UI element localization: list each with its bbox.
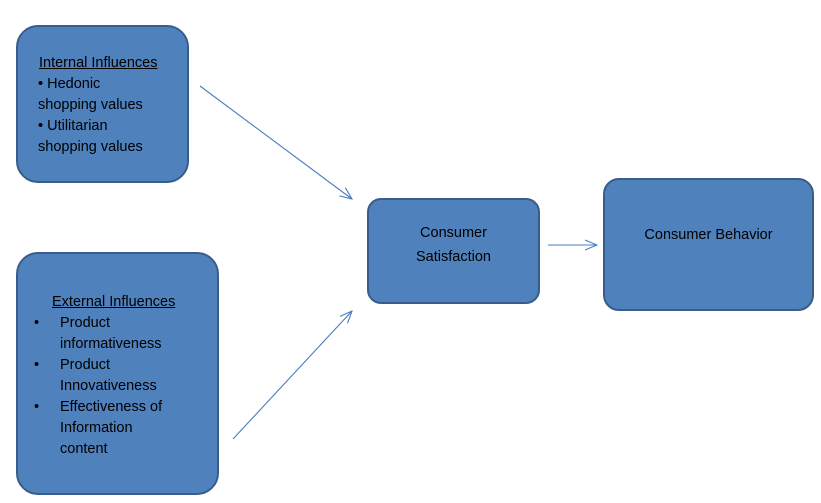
consumer-satisfaction-box: Consumer Satisfaction (367, 198, 540, 304)
bullet-icon: • (34, 315, 40, 331)
external-item-label: Product (60, 315, 110, 331)
external-item-label: Information (60, 420, 133, 436)
behavior-label: Consumer Behavior (644, 227, 773, 243)
external-item-innovativeness: • Product Innovativeness (18, 355, 211, 397)
satisfaction-label-line1: Consumer (420, 225, 487, 241)
bullet-icon: • (38, 76, 44, 92)
internal-item-label-cont: shopping values (38, 97, 143, 113)
internal-item-label: Hedonic (47, 76, 101, 92)
arrow-internal-to-satisfaction (199, 85, 352, 199)
consumer-behavior-box: Consumer Behavior (603, 178, 814, 311)
bullet-icon: • (34, 399, 40, 415)
external-item-label: Effectiveness of (60, 399, 163, 415)
internal-influences-title: Internal Influences (39, 55, 158, 71)
bullet-icon: • (38, 118, 44, 134)
arrow-external-to-satisfaction (232, 311, 352, 440)
external-item-label: content (60, 441, 108, 457)
external-item-effectiveness: • Effectiveness of Information content (18, 397, 211, 460)
bullet-icon: • (34, 357, 40, 373)
internal-item-label-cont: shopping values (38, 139, 143, 155)
external-item-label: informativeness (60, 336, 162, 352)
internal-item-label: Utilitarian (47, 118, 108, 134)
external-item-label: Innovativeness (60, 378, 157, 394)
external-item-label: Product (60, 357, 110, 373)
satisfaction-label-line2: Satisfaction (416, 249, 491, 265)
external-influences-title: External Influences (52, 294, 176, 310)
external-influences-box: External Influences • Product informativ… (16, 252, 219, 495)
internal-item-hedonic: • Hedonic shopping values (38, 74, 181, 116)
external-influences-list: • Product informativeness • Product Inno… (18, 313, 211, 460)
internal-influences-box: Internal Influences • Hedonic shopping v… (16, 25, 189, 183)
external-item-informativeness: • Product informativeness (18, 313, 211, 355)
internal-item-utilitarian: • Utilitarian shopping values (38, 116, 181, 158)
